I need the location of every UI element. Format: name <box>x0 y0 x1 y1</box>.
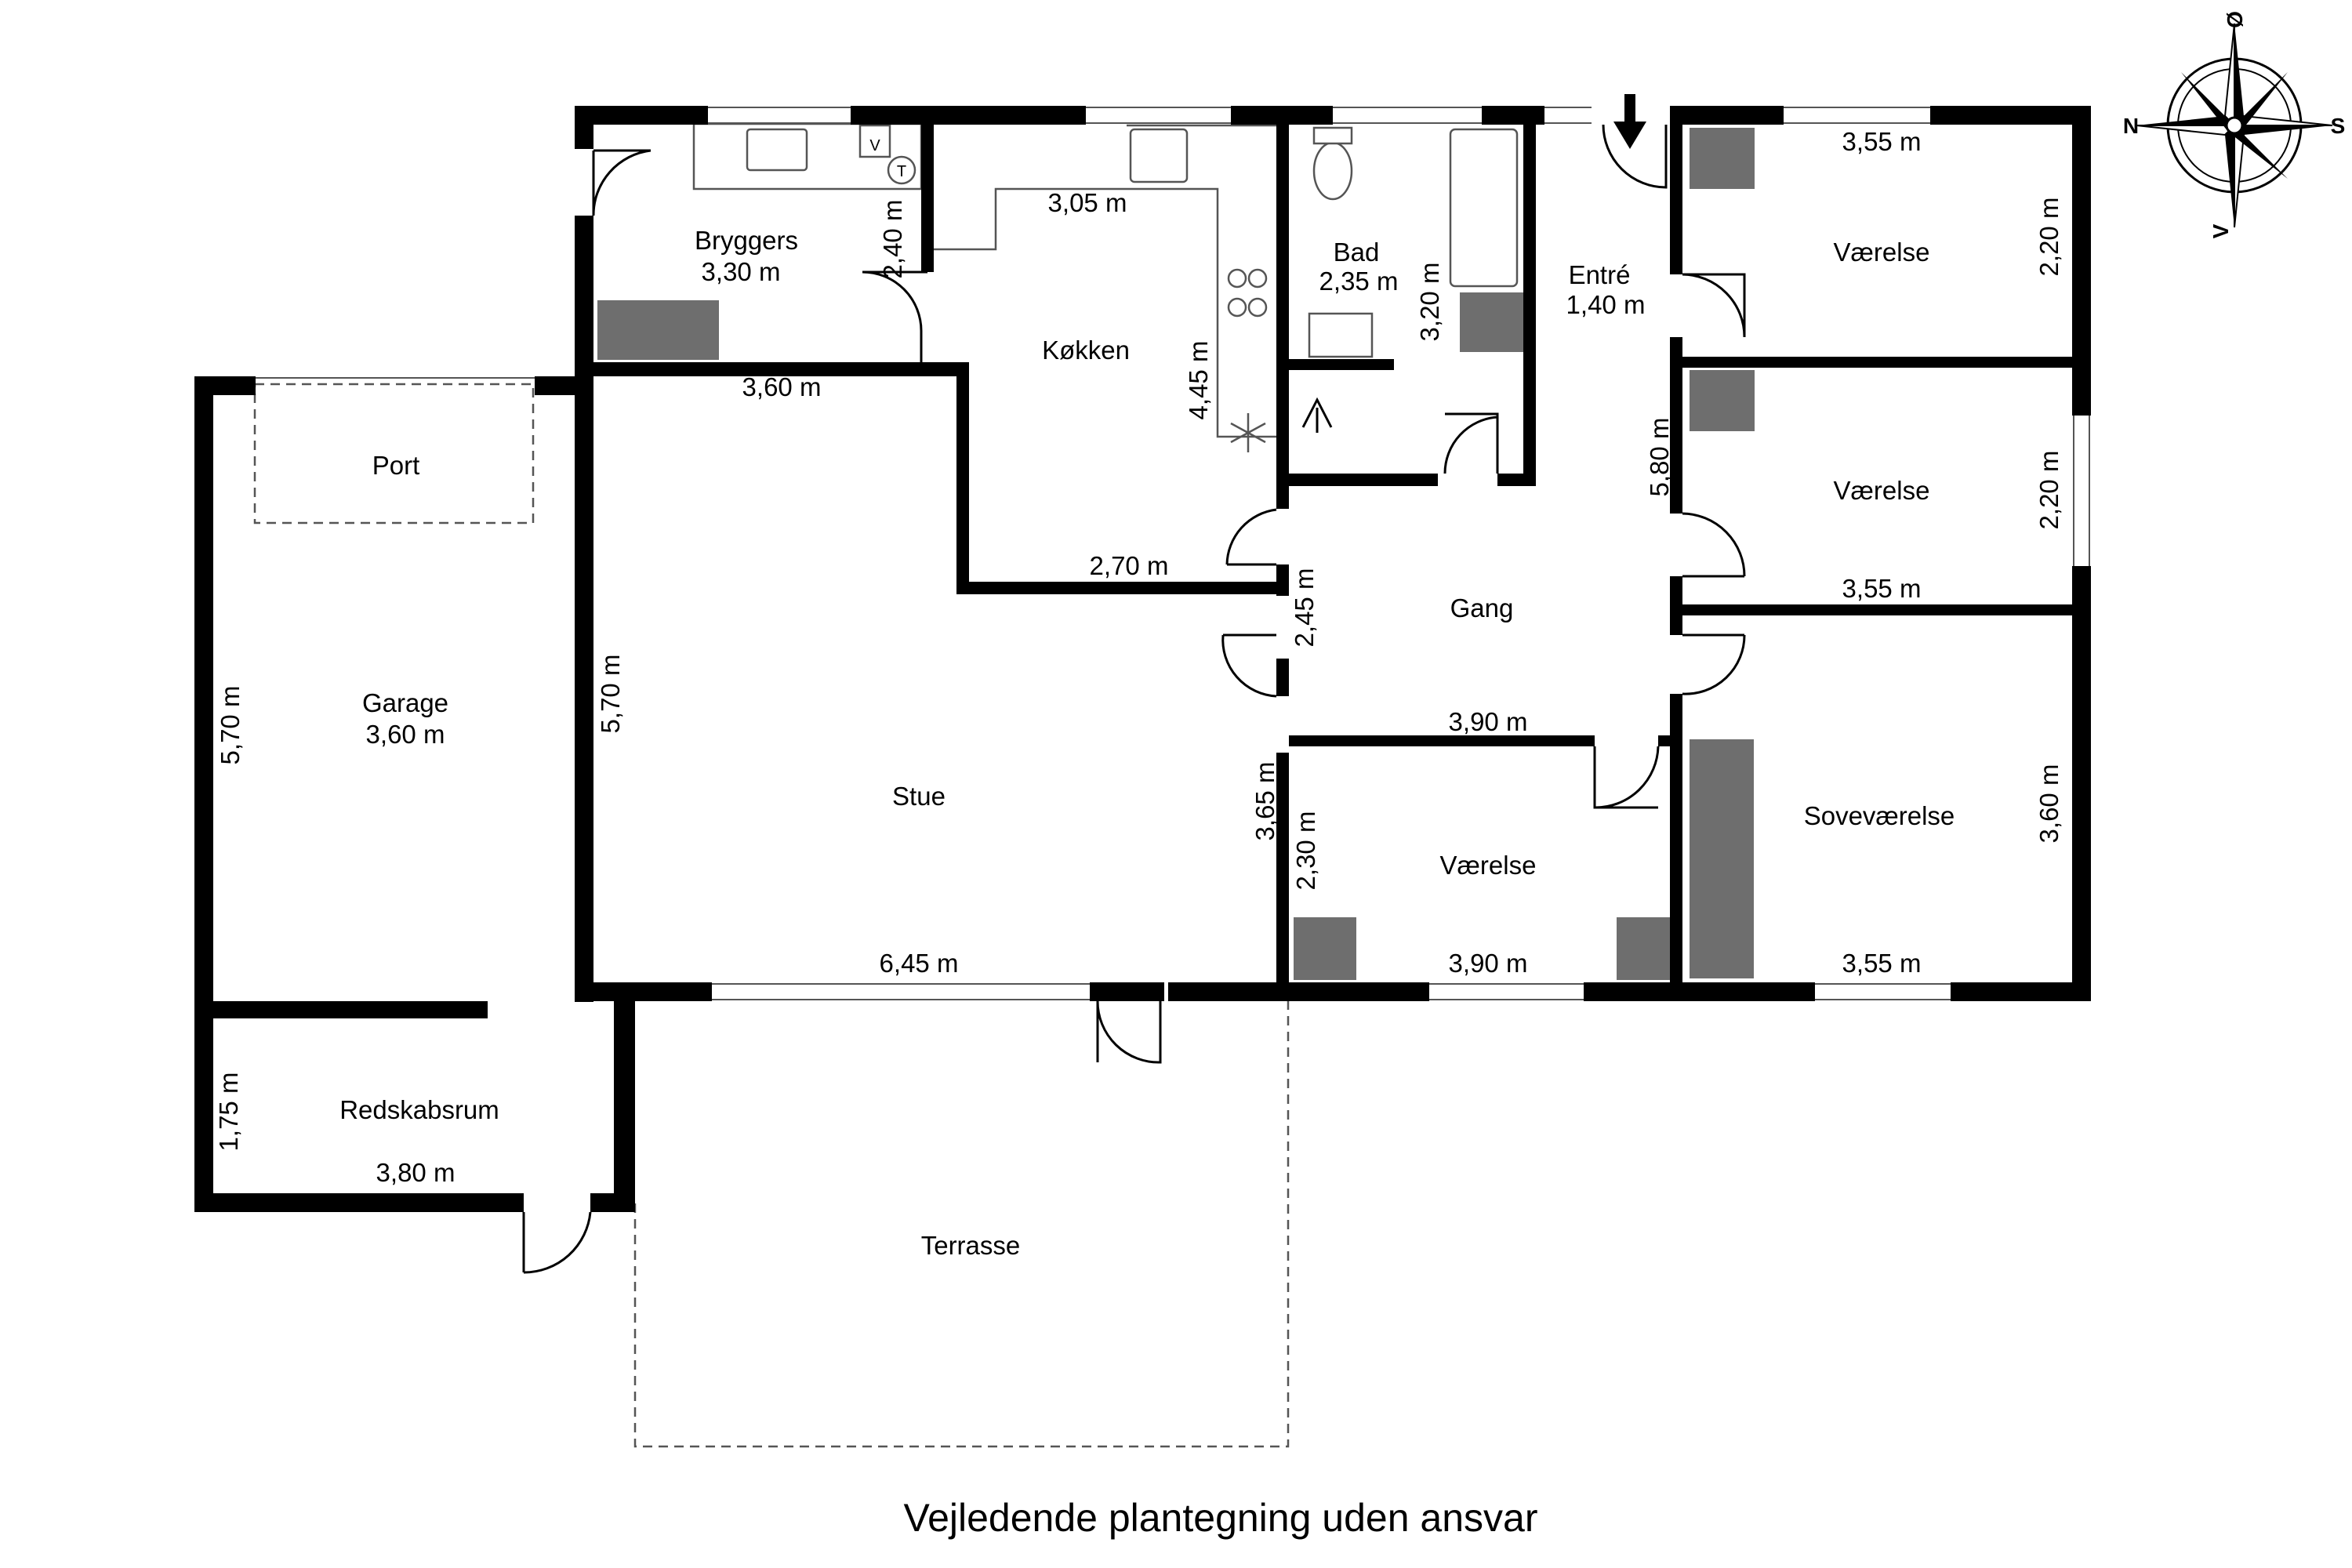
label-gang: Gang <box>1450 593 1514 622</box>
dim-gang-bottom-w: 3,90 m <box>1449 707 1528 736</box>
v2-wardrobe <box>1690 370 1755 431</box>
dim-entre-h: 5,80 m <box>1645 418 1674 497</box>
dimension-labels: 2,40 m 3,05 m 4,45 m 3,20 m 3,55 m 2,20 … <box>214 127 2063 1187</box>
dim-gang-h: 2,45 m <box>1290 568 1319 648</box>
dryer-icon <box>887 155 916 185</box>
dim-v1-w: 3,55 m <box>1842 127 1922 156</box>
fixtures: V T <box>692 122 1519 452</box>
label-stue: Stue <box>892 782 946 811</box>
door-gang-v3 <box>1593 746 1660 809</box>
door-entre-v2 <box>1682 512 1746 578</box>
v3-wardrobe-left <box>1294 917 1356 980</box>
dim-v3-w: 3,90 m <box>1449 949 1528 978</box>
label-entre: Entré <box>1569 260 1631 289</box>
washer-icon <box>858 124 891 158</box>
door-bad <box>1443 412 1499 474</box>
dim-redskab-w: 3,80 m <box>376 1158 456 1187</box>
dim-v3-h: 2,30 m <box>1291 811 1320 891</box>
dim-sov-w: 3,55 m <box>1842 949 1922 978</box>
dim-redskab-h: 1,75 m <box>214 1073 243 1152</box>
v3-wardrobe-right <box>1617 917 1679 980</box>
label-redskabsrum: Redskabsrum <box>339 1095 499 1124</box>
label-kokken: Køkken <box>1042 336 1130 365</box>
label-entre-size: 1,40 m <box>1566 290 1646 319</box>
label-bryggers-size: 3,30 m <box>702 257 781 286</box>
sov-wardrobe <box>1690 739 1754 978</box>
door-stue-gang <box>1221 633 1277 698</box>
toilet-icon <box>1312 141 1353 201</box>
bryggers-sink-icon <box>746 128 808 172</box>
dim-v1-h: 2,20 m <box>2034 198 2063 277</box>
dim-sov-h: 3,60 m <box>2034 764 2063 844</box>
door-gang-sov <box>1682 633 1746 695</box>
compass-rose-icon: N S Ø V <box>2123 11 2345 238</box>
towel-rack-icon <box>1301 397 1333 433</box>
dim-stue-right-h: 3,65 m <box>1250 762 1279 841</box>
dim-stue-w: 6,45 m <box>880 949 959 978</box>
washer-label: V <box>869 137 880 154</box>
label-port: Port <box>372 451 420 480</box>
dim-stue-h: 5,70 m <box>596 655 625 734</box>
door-stue-terrasse <box>1096 1000 1162 1064</box>
dim-v2-h: 2,20 m <box>2034 451 2063 530</box>
door-entrance <box>1602 124 1668 189</box>
door-bryggers-kokken <box>862 270 927 362</box>
entrance-arrow-icon <box>1613 94 1646 149</box>
compass-v: V <box>2209 223 2233 238</box>
fridge-snowflake-icon <box>1230 413 1266 452</box>
compass-s: S <box>2331 114 2346 138</box>
label-vaerelse2: Værelse <box>1834 476 1930 505</box>
compass-n: N <box>2123 114 2139 138</box>
dim-bad-h: 3,20 m <box>1415 263 1444 342</box>
label-terrasse: Terrasse <box>921 1231 1021 1260</box>
port-outline <box>253 383 535 524</box>
doors <box>522 124 1746 1274</box>
bathtub-icon <box>1449 128 1519 288</box>
compass-o: Ø <box>2223 11 2247 28</box>
plan-caption: Vejledende plantegning uden ansvar <box>903 1496 1537 1540</box>
furniture <box>597 128 1755 980</box>
label-bryggers: Bryggers <box>695 226 798 255</box>
dim-gang-w: 2,70 m <box>1090 551 1169 580</box>
v1-wardrobe <box>1690 128 1755 189</box>
door-bryggers-ext <box>592 149 652 216</box>
door-entre-v1 <box>1682 273 1746 338</box>
label-vaerelse1: Værelse <box>1834 238 1930 267</box>
label-bad-size: 2,35 m <box>1319 267 1399 296</box>
dim-garage-h: 5,70 m <box>216 686 245 765</box>
bryggers-counter <box>597 300 719 360</box>
dim-kokken-h: 4,45 m <box>1184 341 1213 420</box>
bath-sink-icon <box>1308 312 1374 358</box>
kitchen-sink-icon <box>1129 128 1189 183</box>
dim-v2-w: 3,55 m <box>1842 574 1922 603</box>
label-sovevaerelse: Soveværelse <box>1804 801 1955 830</box>
room-labels: Bryggers 3,30 m Køkken Bad 2,35 m Entré … <box>339 226 1955 1260</box>
door-redskab <box>522 1211 592 1274</box>
label-garage-size: 3,60 m <box>366 720 445 749</box>
stove-icon <box>1227 268 1268 318</box>
dim-bryggers-h: 2,40 m <box>878 200 907 279</box>
walls <box>194 106 2091 1212</box>
label-garage: Garage <box>362 688 448 717</box>
kitchen-counter-outline <box>927 124 1279 438</box>
windows <box>256 107 2090 1000</box>
label-bad: Bad <box>1334 238 1380 267</box>
door-kokken-gang <box>1225 508 1277 566</box>
bad-cabinet <box>1460 292 1524 352</box>
terrace-outline <box>633 996 1290 1448</box>
dim-kokken-w: 3,05 m <box>1048 188 1127 217</box>
toilet-tank-icon <box>1312 126 1353 145</box>
dashed-outlines <box>253 383 1290 1448</box>
dryer-label: T <box>897 163 906 180</box>
label-vaerelse3: Værelse <box>1440 851 1537 880</box>
dim-stue-top-w: 3,60 m <box>742 372 822 401</box>
